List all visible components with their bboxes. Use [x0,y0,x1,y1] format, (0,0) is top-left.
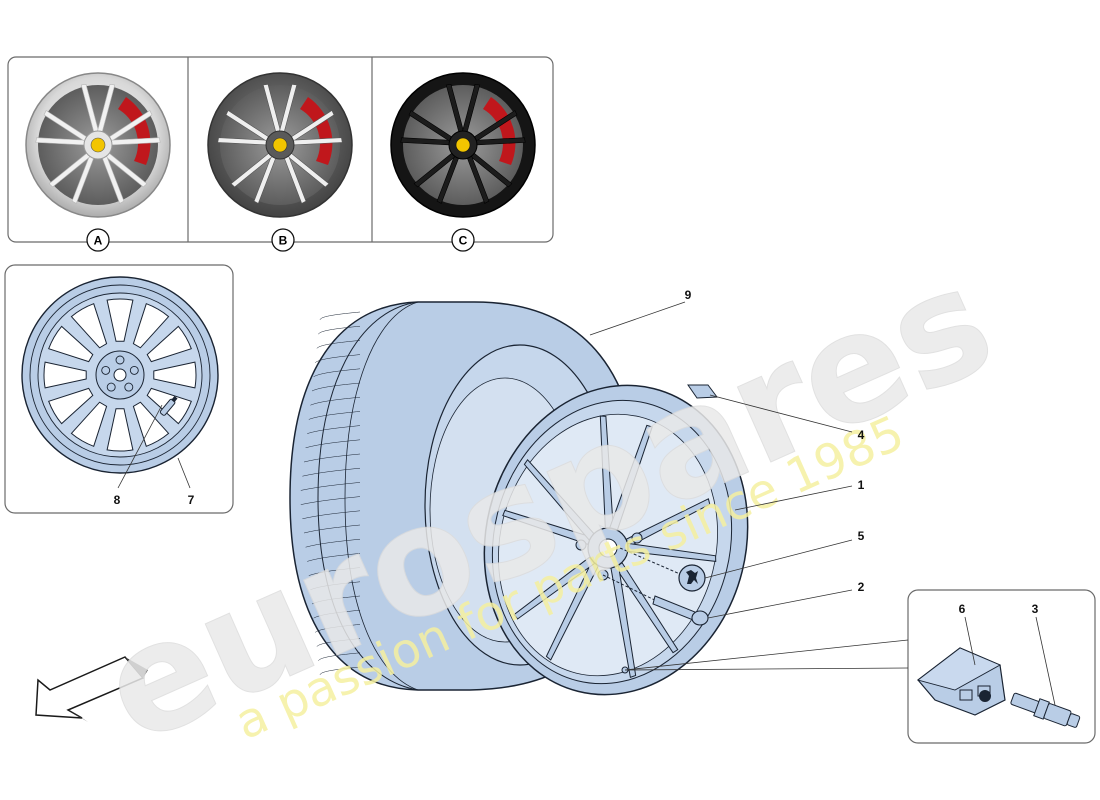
tread-groove [313,609,361,619]
tread-groove [311,595,361,605]
variant-b-label: B [271,228,295,252]
spare-wheel-window [43,361,87,389]
variant-c-label: C [451,228,475,252]
spare-wheel-window [70,401,108,447]
tread-groove [315,624,361,633]
spare-lug-nut [101,365,111,375]
wheel-rim [483,384,749,696]
callout-1: 1 [858,478,865,492]
callout-3: 3 [1032,602,1039,616]
variant-a-wheel [25,72,171,218]
tpms-sensor [917,647,1006,716]
tread-groove [305,439,361,449]
tread-groove [319,666,361,676]
tread-groove [307,425,361,434]
svg-text:C: C [459,234,468,248]
callout-8: 8 [114,493,121,507]
tread-groove [310,581,361,591]
spare-wheel-panel [4,264,234,514]
spare-wheel-window [48,325,94,363]
svg-text:B: B [279,234,288,248]
callout-5: 5 [858,529,865,543]
tread-groove [305,538,361,548]
tpms-panel [907,589,1096,744]
tread-groove [308,411,361,420]
spare-wheel-window [132,303,170,349]
tread-groove [311,382,361,392]
tread-groove [300,482,361,491]
spare-lug-nut [124,382,134,392]
variant-a-label: A [86,228,110,252]
spare-valve [159,395,178,416]
tread-groove [302,467,361,477]
wheel-variants-panel: A B C [7,56,554,252]
spare-wheel [21,276,219,474]
tread-groove [313,368,361,378]
svg-text:A: A [94,234,103,248]
spare-wheel-window [106,298,134,342]
tread-groove [310,396,361,406]
variant-c-wheel [390,72,536,218]
tread-groove [300,496,361,505]
callout-9: 9 [685,288,692,302]
front-direction-arrow-icon [35,656,148,722]
tread-groove [308,567,361,576]
callout-4: 4 [858,428,865,442]
tread-groove [318,652,361,661]
leader-lines [117,301,1056,706]
spare-lug-nut [106,382,116,392]
tread-groove [315,354,361,363]
main-wheel-assembly [289,301,749,696]
spare-wheel-window [48,387,94,425]
callout-6: 6 [959,602,966,616]
tread-groove [316,638,361,647]
spare-wheel-window [146,325,192,363]
tread-groove [319,311,361,321]
spare-wheel-window [70,303,108,349]
tread-groove [307,553,361,562]
wheel-bolt [602,574,709,626]
callout-7: 7 [188,493,195,507]
callout-2: 2 [858,580,865,594]
spare-lug-nut [129,365,139,375]
spare-wheel-window [106,408,134,452]
tpms-valve [1010,692,1081,728]
callout-labels: 9 4 1 5 2 6 3 8 7 [114,288,1039,616]
spare-wheel-window [132,401,170,447]
tread-groove [303,453,361,463]
spare-wheel-window [153,361,197,389]
spare-lug-nut [115,355,125,365]
tread-groove [316,340,361,349]
variant-b-wheel [207,72,353,218]
tread-groove [303,524,361,534]
prancing-horse-badge-icon [686,570,698,584]
tread-groove [302,510,361,520]
tread-groove [318,325,361,335]
